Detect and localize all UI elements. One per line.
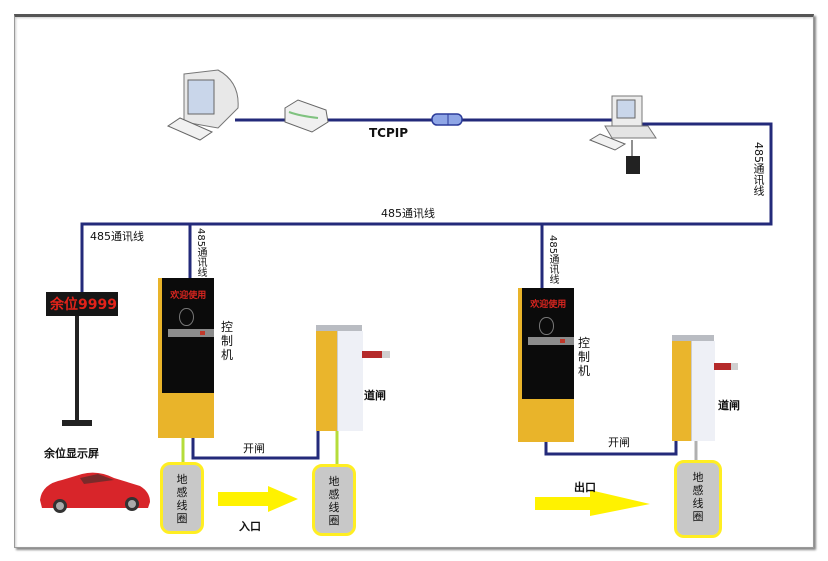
rs485-exit-label: 485通讯线 [547, 235, 558, 285]
entry-open-line [191, 430, 320, 460]
rs485-right-label: 485通讯线 [752, 142, 765, 196]
card-reader-icon [539, 317, 554, 335]
exit-direction-label: 出口 [574, 481, 596, 494]
exit-open-line [544, 438, 678, 456]
entry-loop-2: 地感线圈 [312, 464, 356, 536]
converter-icon [431, 113, 463, 126]
exit-open-label: 开闸 [608, 436, 630, 449]
entry-welcome-text: 欢迎使用 [170, 290, 207, 301]
entry-open-label: 开闸 [243, 442, 265, 455]
rs485-bus-label: 485通讯线 [381, 207, 435, 220]
parking-space-display: 余位9999 [46, 292, 118, 316]
car-icon [40, 472, 150, 513]
exit-gate-label: 道闸 [718, 399, 740, 412]
exit-controller: 欢迎使用 [518, 288, 574, 442]
exit-controller-label: 控制机 [577, 336, 590, 378]
tcpip-label: TCPIP [369, 126, 409, 140]
entry-barrier-gate [316, 325, 363, 431]
entry-arrow [218, 486, 298, 512]
display-text: 余位9999 [50, 297, 117, 313]
entry-direction-label: 入口 [239, 520, 261, 533]
display-pole [75, 316, 79, 424]
card-reader-icon [179, 308, 194, 327]
computer-right-icon [588, 95, 657, 174]
diagram-frame [14, 14, 814, 548]
exit-welcome-text: 欢迎使用 [530, 300, 567, 311]
display-base [62, 420, 92, 426]
rs485-sign-label: 485通讯线 [90, 230, 144, 243]
entry-controller: 欢迎使用 [158, 278, 214, 438]
rs485-entry-label: 485通讯线 [195, 228, 206, 278]
exit-loop: 地感线圈 [674, 460, 722, 538]
rs485-right-line [80, 122, 773, 292]
entry-controller-label: 控制机 [220, 320, 233, 362]
entry-gate-label: 道闸 [364, 389, 386, 402]
display-label: 余位显示屏 [44, 447, 99, 460]
exit-barrier-gate [672, 335, 715, 441]
entry-barrier-arm [362, 351, 390, 358]
network-switch-icon [284, 99, 329, 133]
exit-arrow [535, 490, 650, 516]
entry-loop-1: 地感线圈 [160, 462, 204, 534]
computer-left-icon [166, 69, 239, 141]
exit-barrier-arm [714, 363, 738, 370]
